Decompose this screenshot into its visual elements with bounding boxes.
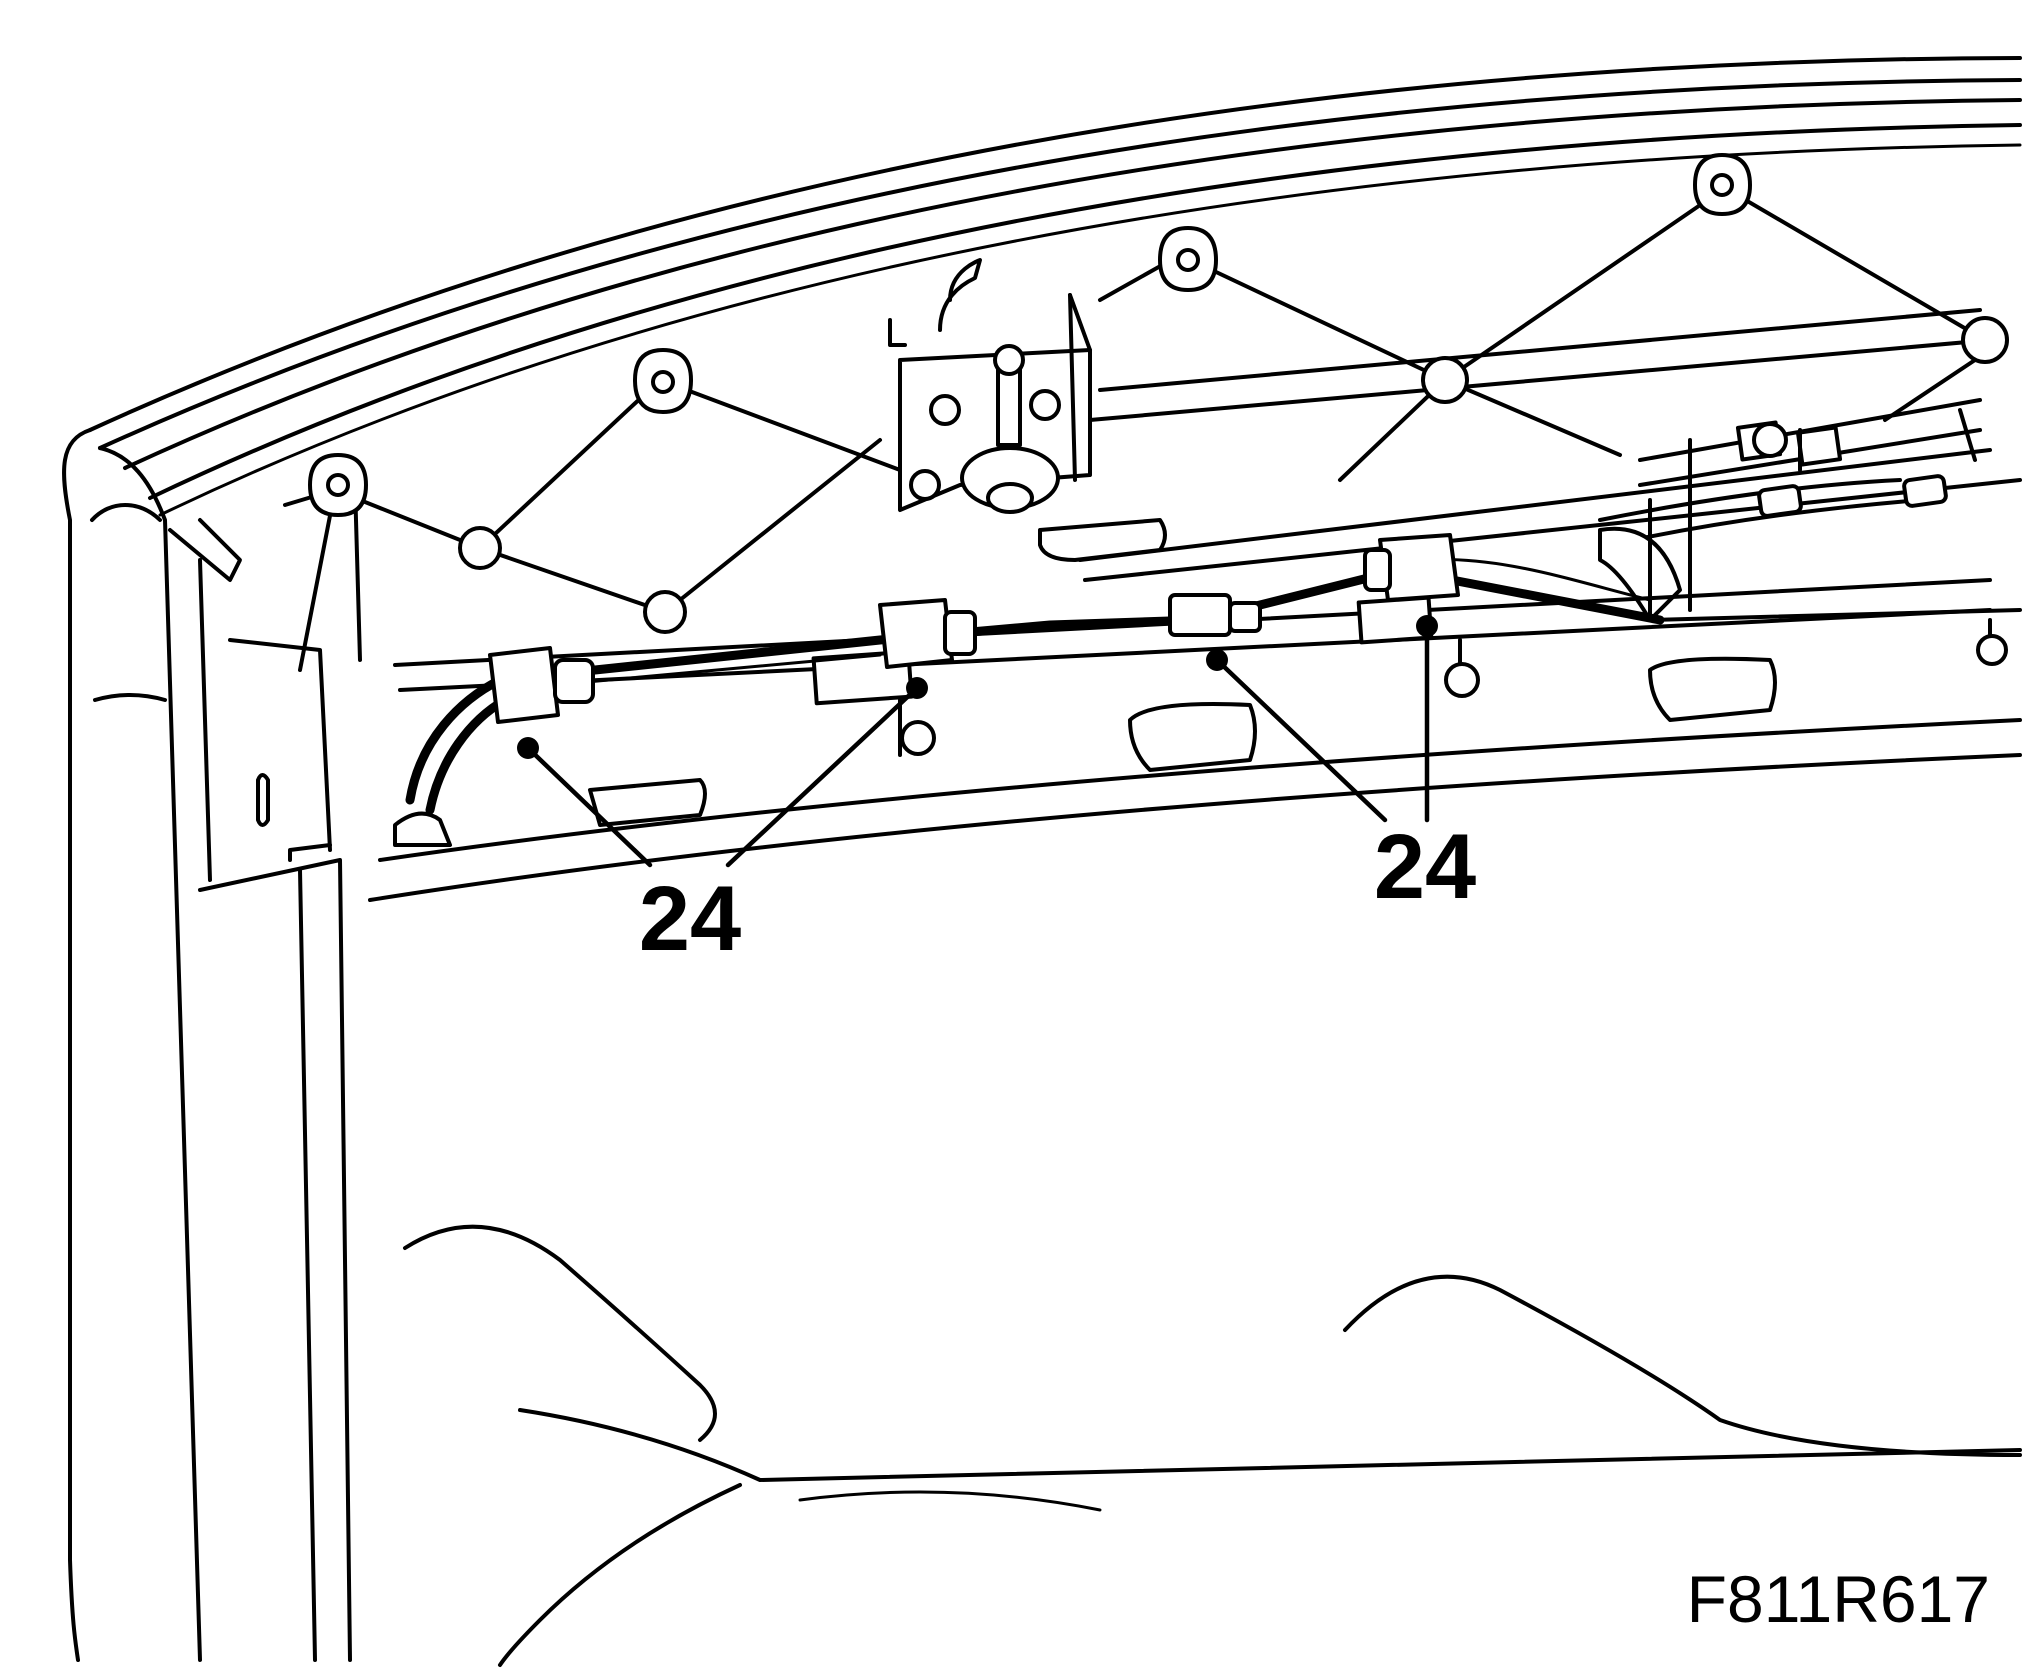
harness-clip — [878, 598, 954, 669]
roof-frame-rails — [88, 56, 2022, 517]
pivot-joint — [1961, 316, 2009, 364]
callout-leaders — [517, 615, 1438, 868]
headliner-fabric — [403, 1224, 2022, 1667]
harness-clip — [488, 646, 560, 724]
harness-clip — [1168, 593, 1232, 637]
latch-hook-assembly — [888, 258, 1167, 562]
headliner-rails — [368, 578, 2022, 902]
roof-lattice — [283, 153, 2009, 672]
callout-label-left: 24 — [639, 868, 741, 970]
mount-knob — [308, 453, 368, 517]
left-pillar — [62, 428, 352, 1662]
callout-label-right: 24 — [1374, 816, 1476, 918]
pivot-joint — [643, 590, 687, 634]
grommet — [393, 811, 452, 847]
mount-knob — [633, 348, 693, 414]
mount-knob — [1693, 153, 1752, 216]
mount-knob — [1158, 226, 1218, 292]
figure-code: F811R617 — [1687, 1562, 1990, 1636]
pivot-joint — [458, 526, 502, 570]
wiring-harness — [393, 533, 1665, 847]
pivot-joint — [1421, 356, 1469, 404]
